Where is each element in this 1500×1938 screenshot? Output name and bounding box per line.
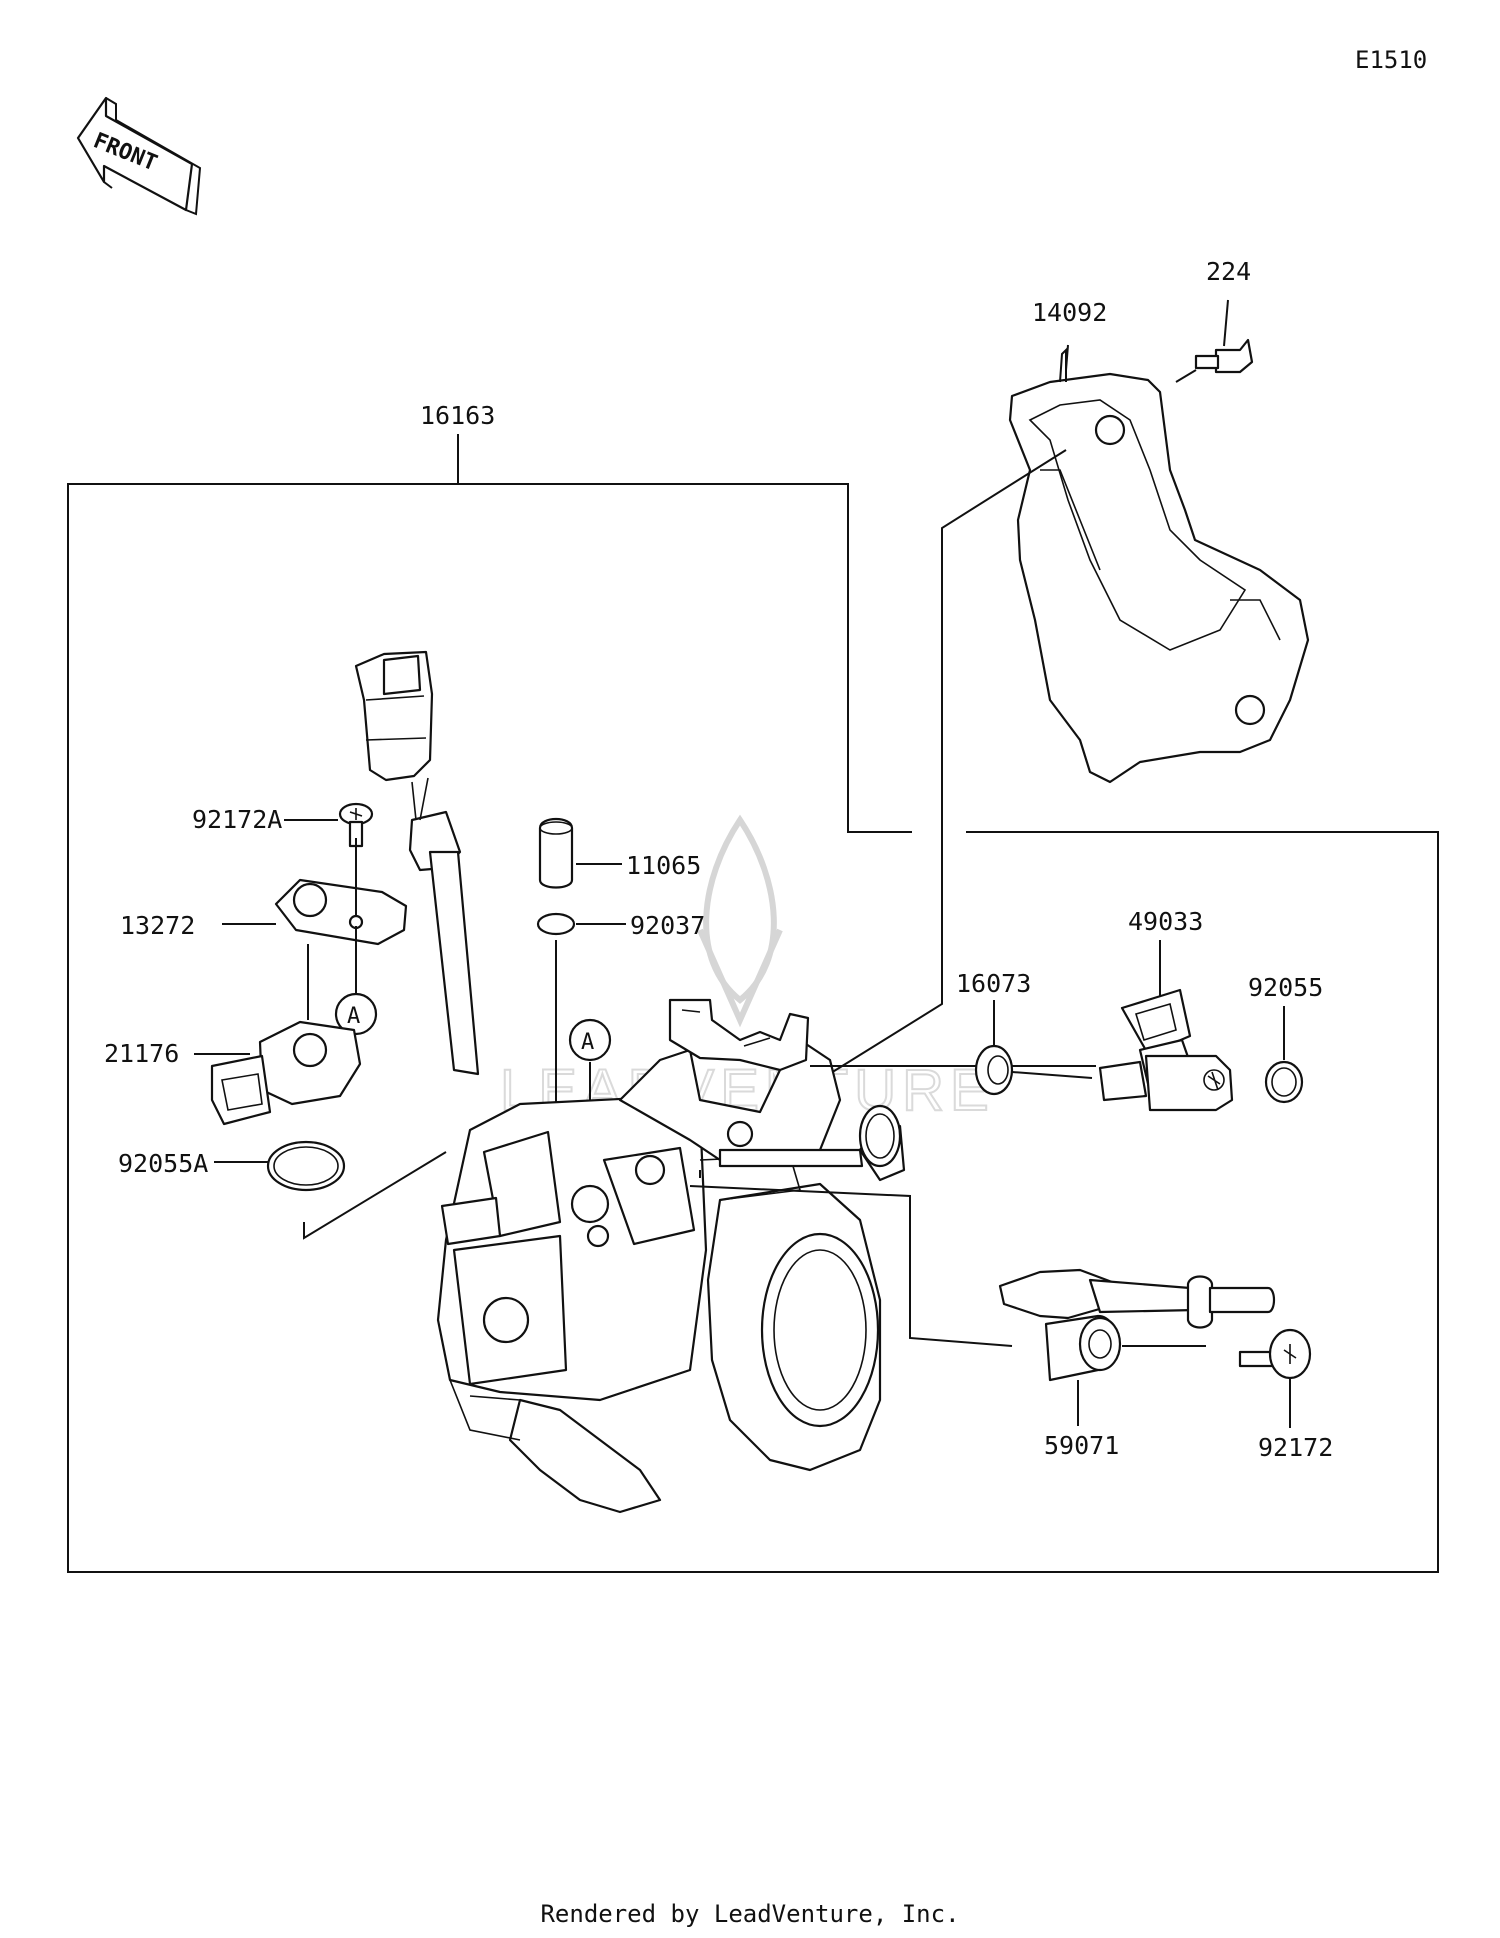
part-label-11065: 11065 (626, 851, 701, 880)
seal-16073: 16073 (956, 969, 1093, 1096)
ref-marker-a-left: A (347, 1004, 360, 1029)
oring-92055A: 92055A (118, 1140, 447, 1240)
screw-92172A: 92172A (192, 802, 374, 848)
diagram-code: E1510 (1355, 46, 1427, 74)
part-label-224: 224 (1206, 257, 1251, 286)
watermark-logo: LEADVENTURE (499, 814, 990, 1124)
washer-92055: 92055 (1248, 973, 1323, 1104)
assembly-frame: 16163 (67, 401, 1439, 1573)
part-label-16073: 16073 (956, 969, 1031, 998)
part-label-16163: 16163 (420, 401, 495, 430)
part-label-14092: 14092 (1032, 298, 1107, 327)
part-label-21176: 21176 (104, 1039, 179, 1068)
part-label-49033: 49033 (1128, 907, 1203, 936)
throttle-body (436, 998, 906, 1514)
part-label-92037: 92037 (630, 911, 705, 940)
leader-lines (689, 1065, 1096, 1347)
ref-marker-a-body-label: A (581, 1030, 594, 1055)
sensor-21176: 21176 (104, 1020, 362, 1126)
cover-14092: 14092 (809, 298, 1310, 1087)
idle-adjust-screw (718, 1104, 902, 1168)
plug-11065: 11065 (538, 817, 701, 889)
part-label-92172: 92172 (1258, 1433, 1333, 1462)
sensor-harness (354, 650, 480, 1076)
footer-credit: Rendered by LeadVenture, Inc. (540, 1900, 960, 1928)
part-label-59071: 59071 (1044, 1431, 1119, 1460)
part-label-92055: 92055 (1248, 973, 1323, 1002)
part-label-92055A: 92055A (118, 1149, 208, 1178)
bolt-224: 224 (1175, 257, 1254, 383)
bracket-13272: 13272 A (120, 838, 408, 1036)
part-label-92172A: 92172A (192, 805, 282, 834)
screw-92172: 92172 (1238, 1328, 1333, 1462)
front-arrow-icon: FRONT (76, 96, 202, 216)
part-label-13272: 13272 (120, 911, 195, 940)
injector-49033: 49033 (1098, 907, 1234, 1112)
clip-92037: 92037 (536, 911, 705, 1110)
sensor-59071: 59071 (998, 1268, 1276, 1460)
ref-marker-a-body: A (568, 1018, 612, 1108)
